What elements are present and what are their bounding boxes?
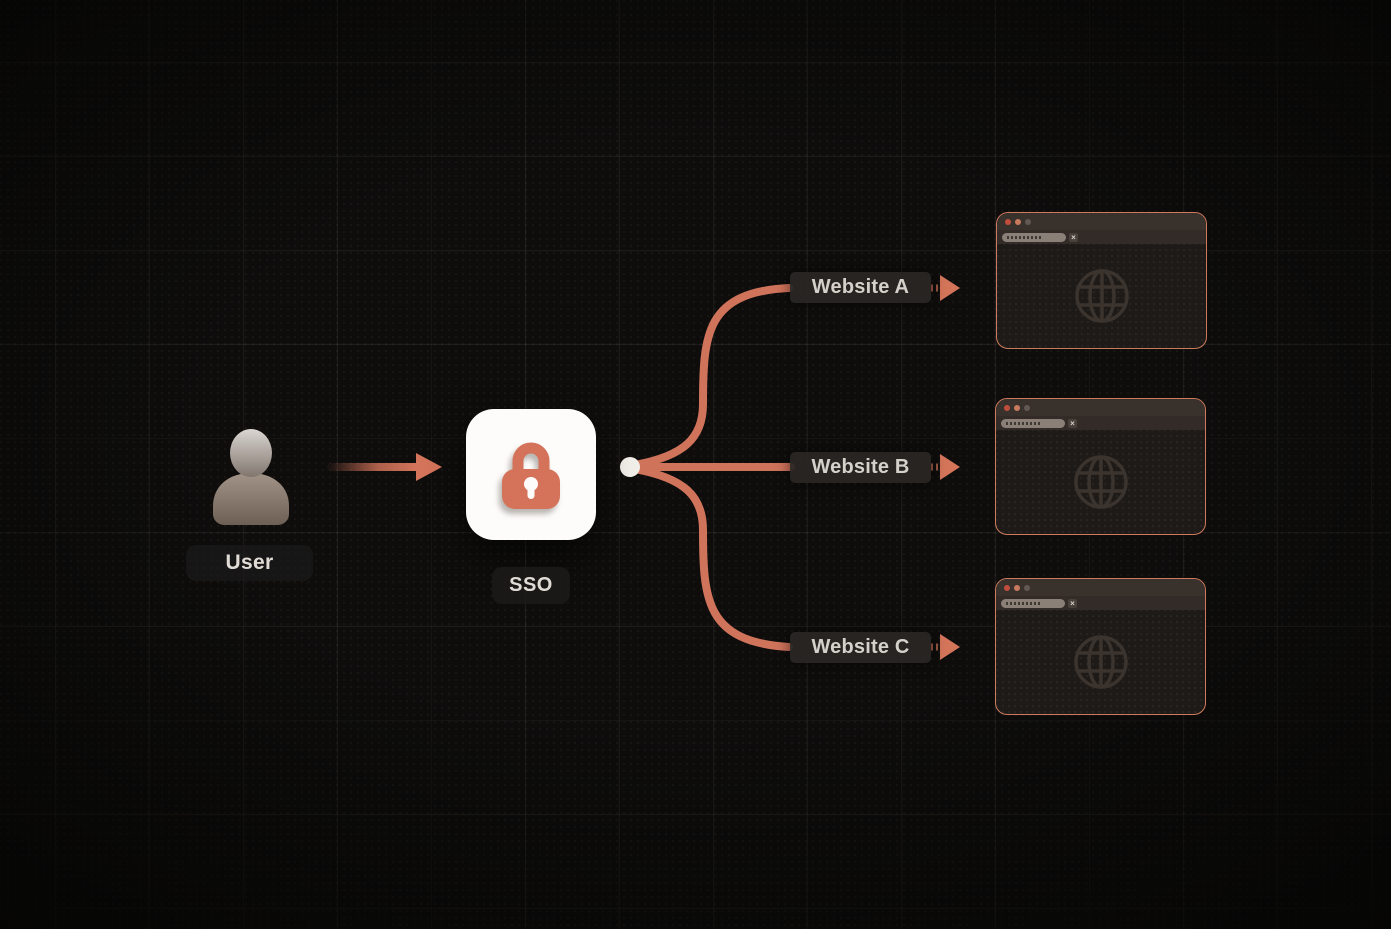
- window-toolbar: ×: [997, 230, 1206, 244]
- website-c-label: Website C: [790, 632, 931, 663]
- browser-window-b: ×: [995, 398, 1206, 535]
- address-bar: [1002, 232, 1066, 242]
- window-dot-minimize: [1014, 584, 1020, 591]
- window-content: [997, 244, 1206, 348]
- window-titlebar: [996, 399, 1205, 416]
- address-bar: [1001, 418, 1065, 428]
- globe-icon: [1073, 635, 1128, 689]
- globe-icon: [1074, 269, 1129, 323]
- user-label: User: [186, 545, 313, 581]
- address-text-placeholder: [1007, 235, 1043, 239]
- sso-card: [466, 409, 596, 540]
- website-b-label: Website B: [790, 452, 931, 483]
- address-text-placeholder: [1006, 421, 1042, 425]
- window-content: [996, 610, 1205, 714]
- browser-window-a: ×: [996, 212, 1207, 349]
- window-dot-zoom: [1024, 584, 1030, 591]
- window-titlebar: [996, 579, 1205, 596]
- window-dot-close: [1004, 584, 1010, 591]
- browser-window-c: ×: [995, 578, 1206, 715]
- close-icon: ×: [1068, 598, 1077, 608]
- website-a-label: Website A: [790, 272, 931, 303]
- window-toolbar: ×: [996, 416, 1205, 430]
- close-icon: ×: [1068, 418, 1077, 428]
- window-content: [996, 430, 1205, 534]
- globe-icon: [1073, 455, 1128, 509]
- lock-icon: [502, 442, 560, 509]
- close-icon: ×: [1069, 232, 1078, 242]
- window-toolbar: ×: [996, 596, 1205, 610]
- address-text-placeholder: [1006, 601, 1042, 605]
- window-titlebar: [997, 213, 1206, 230]
- sso-label: SSO: [492, 567, 570, 604]
- window-dot-zoom: [1025, 218, 1031, 225]
- window-dot-minimize: [1015, 218, 1021, 225]
- window-dot-close: [1004, 404, 1010, 411]
- address-bar: [1001, 598, 1065, 608]
- window-dot-close: [1005, 218, 1011, 225]
- person-icon: [213, 429, 289, 525]
- window-dot-zoom: [1024, 404, 1030, 411]
- window-dot-minimize: [1014, 404, 1020, 411]
